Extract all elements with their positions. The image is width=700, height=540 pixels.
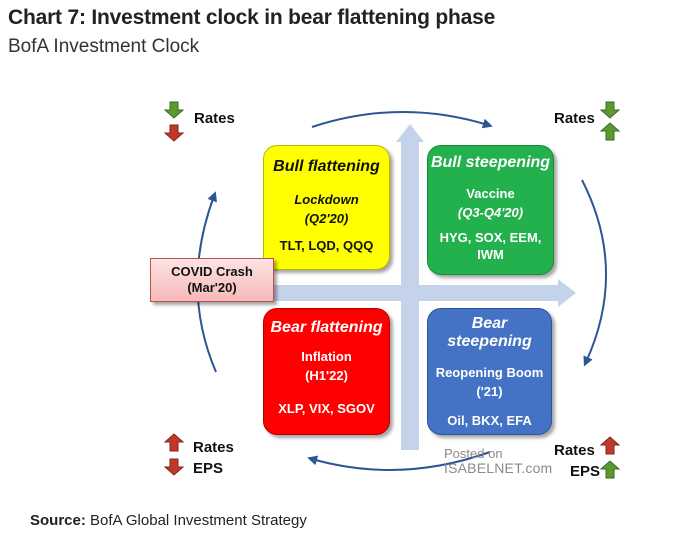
quadrant-assets: Oil, BKX, EFA — [447, 413, 532, 428]
arrow-down-icon — [163, 101, 185, 119]
quadrant-assets: XLP, VIX, SGOV — [278, 401, 375, 416]
rates-label-bottom-left: Rates — [193, 439, 234, 456]
quadrant-heading: steepening — [447, 333, 532, 350]
arrow-up-icon — [163, 433, 185, 452]
quadrant-bull-steepening: Bull steepening Vaccine (Q3-Q4'20) HYG, … — [427, 145, 554, 275]
quadrant-period: (Q3-Q4'20) — [457, 205, 524, 220]
quadrant-heading: Bull steepening — [430, 154, 551, 171]
quadrant-theme: Vaccine — [466, 186, 515, 201]
cycle-arrow-right — [581, 179, 607, 367]
covid-crash-callout: COVID Crash (Mar'20) — [150, 258, 274, 302]
rates-label-top-right: Rates — [554, 110, 595, 127]
quadrant-theme: Reopening Boom — [435, 365, 544, 380]
quadrant-period: ('21) — [476, 384, 503, 399]
source-note: Source: BofA Global Investment Strategy — [30, 512, 307, 529]
source-label: Source: — [30, 512, 86, 529]
cycle-arrow-bottom — [307, 451, 491, 471]
quadrant-period: (H1'22) — [305, 368, 348, 383]
quadrant-assets: HYG, SOX, EEM, — [439, 230, 542, 245]
quadrant-heading: Bull flattening — [273, 158, 380, 175]
watermark-line1: Posted on — [444, 446, 503, 461]
eps-label-bottom-left: EPS — [193, 460, 224, 477]
quadrant-assets: TLT, LQD, QQQ — [279, 238, 374, 253]
quadrant-bull-flattening: Bull flattening Lockdown (Q2'20) TLT, LQ… — [263, 145, 390, 270]
quadrant-heading: Bear — [471, 315, 508, 332]
arrow-down-icon — [163, 124, 185, 142]
quadrant-assets: IWM — [477, 247, 504, 262]
arrow-down-icon — [599, 101, 621, 119]
quadrant-bear-steepening: Bear steepening Reopening Boom ('21) Oil… — [427, 308, 552, 435]
watermark: Posted on ISABELNET.com — [444, 446, 552, 476]
quadrant-heading: Bear flattening — [270, 319, 383, 336]
quadrant-theme: Lockdown — [294, 192, 359, 207]
chart-subtitle: BofA Investment Clock — [8, 36, 200, 57]
quadrant-period: (Q2'20) — [304, 211, 349, 226]
indicator-arrows — [163, 101, 621, 479]
chart-title: Chart 7: Investment clock in bear flatte… — [8, 6, 496, 29]
arrow-up-icon — [599, 436, 621, 455]
quadrant-bear-flattening: Bear flattening Inflation (H1'22) XLP, V… — [263, 308, 390, 435]
quadrant-theme: Inflation — [301, 349, 352, 364]
covid-label: COVID Crash — [171, 264, 253, 279]
rates-label-top-left: Rates — [194, 110, 235, 127]
arrow-up-icon — [599, 122, 621, 141]
cycle-arrow-top — [311, 111, 493, 129]
covid-date: (Mar'20) — [187, 280, 237, 295]
arrow-up-icon — [599, 460, 621, 479]
watermark-line2: ISABELNET.com — [444, 460, 553, 476]
rates-label-bottom-right: Rates — [554, 442, 595, 459]
eps-label-bottom-right: EPS — [570, 463, 601, 480]
arrow-down-icon — [163, 458, 185, 476]
source-text: BofA Global Investment Strategy — [90, 512, 307, 529]
